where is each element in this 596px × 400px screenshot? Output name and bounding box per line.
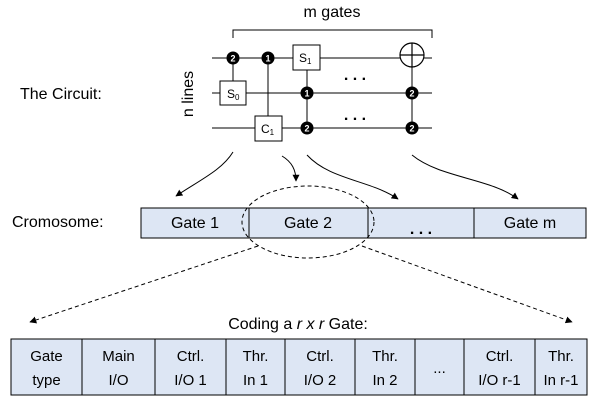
n-lines-label: n lines: [180, 71, 197, 117]
coding-cell: [414, 338, 465, 396]
expansion-arrow-right: [361, 245, 573, 324]
gate-s1-label: S1: [299, 51, 312, 66]
coding-cell-label: In r-1: [543, 372, 578, 389]
coding-cell: [534, 338, 588, 396]
control-dot-label: 2: [304, 124, 309, 134]
circuit-label: The Circuit:: [20, 86, 102, 103]
coding-cell: [225, 338, 286, 396]
coding-cell-label: Main: [102, 348, 135, 365]
coding-cell-label: Thr.: [243, 348, 269, 365]
coding-cell-label: type: [32, 372, 60, 389]
gate-s0-box: [219, 80, 247, 106]
control-dot: [300, 86, 314, 100]
coding-cell: [154, 338, 227, 396]
coding-cell-label: In 1: [243, 372, 268, 389]
coding-cell-label: Thr.: [548, 348, 574, 365]
gate-s1-box: [292, 44, 321, 71]
chromosome-cell: [473, 207, 587, 239]
coding-cell-label: I/O r-1: [478, 372, 521, 389]
chromosome-cell-label: Gate 2: [284, 215, 332, 232]
chromosome-row: Gate 1 Gate 2 . . . Gate m: [140, 207, 587, 239]
chromosome-cell: [367, 207, 475, 239]
gate-c1-label: C1: [261, 122, 275, 137]
control-dot-label: 2: [230, 54, 235, 64]
coding-cell: [81, 338, 156, 396]
arrow-gatem: [411, 154, 519, 200]
coding-cell-label: In 2: [372, 372, 397, 389]
control-dot: [300, 121, 314, 135]
control-dot-label: 1: [265, 54, 270, 64]
control-dot: [405, 121, 419, 135]
arrow-ellipsis: [306, 154, 399, 200]
chromosome-label: Cromosome:: [12, 214, 104, 231]
arrow-gate2: [281, 155, 300, 182]
chromosome-cell-label: Gate 1: [171, 215, 219, 232]
m-gates-brace: [232, 29, 433, 38]
coding-cell: [354, 338, 416, 396]
coding-label: Coding a r x r Gate:: [228, 316, 368, 333]
coding-cell-label: I/O: [108, 372, 128, 389]
control-dot: [261, 51, 275, 65]
coding-cell: [284, 338, 356, 396]
coding-cell-label: Ctrl.: [306, 348, 334, 365]
gate-c1-box: [254, 115, 283, 142]
arrow-gate1: [175, 151, 234, 197]
coding-cell-label: Ctrl.: [177, 348, 205, 365]
coding-cell-label: Thr.: [372, 348, 398, 365]
circuit-ellipsis: . . .: [344, 67, 366, 84]
coding-cell-label: I/O 1: [174, 372, 207, 389]
chromosome-cell: [140, 207, 250, 239]
m-gates-label: m gates: [304, 4, 361, 21]
coding-cell-label: ...: [433, 360, 446, 377]
coding-cell-label: I/O 2: [304, 372, 337, 389]
control-dot: [226, 51, 240, 65]
coding-cell-label: Gate: [30, 348, 63, 365]
control-dot-label: 1: [304, 89, 309, 99]
coding-cell: [463, 338, 536, 396]
gate2-highlight-ellipse: [241, 185, 375, 259]
coding-cell: [10, 338, 83, 396]
coding-cell-label: Ctrl.: [486, 348, 514, 365]
gate-s0-label: S0: [227, 87, 240, 102]
circuit-ellipsis: . . .: [344, 107, 366, 124]
chromosome-cell-label: . . .: [410, 221, 432, 238]
chromosome-cell-label: Gate m: [504, 215, 556, 232]
control-dot-label: 2: [409, 124, 414, 134]
control-dot-label: 2: [409, 89, 414, 99]
expansion-arrow-left: [29, 245, 259, 324]
control-dot: [405, 86, 419, 100]
